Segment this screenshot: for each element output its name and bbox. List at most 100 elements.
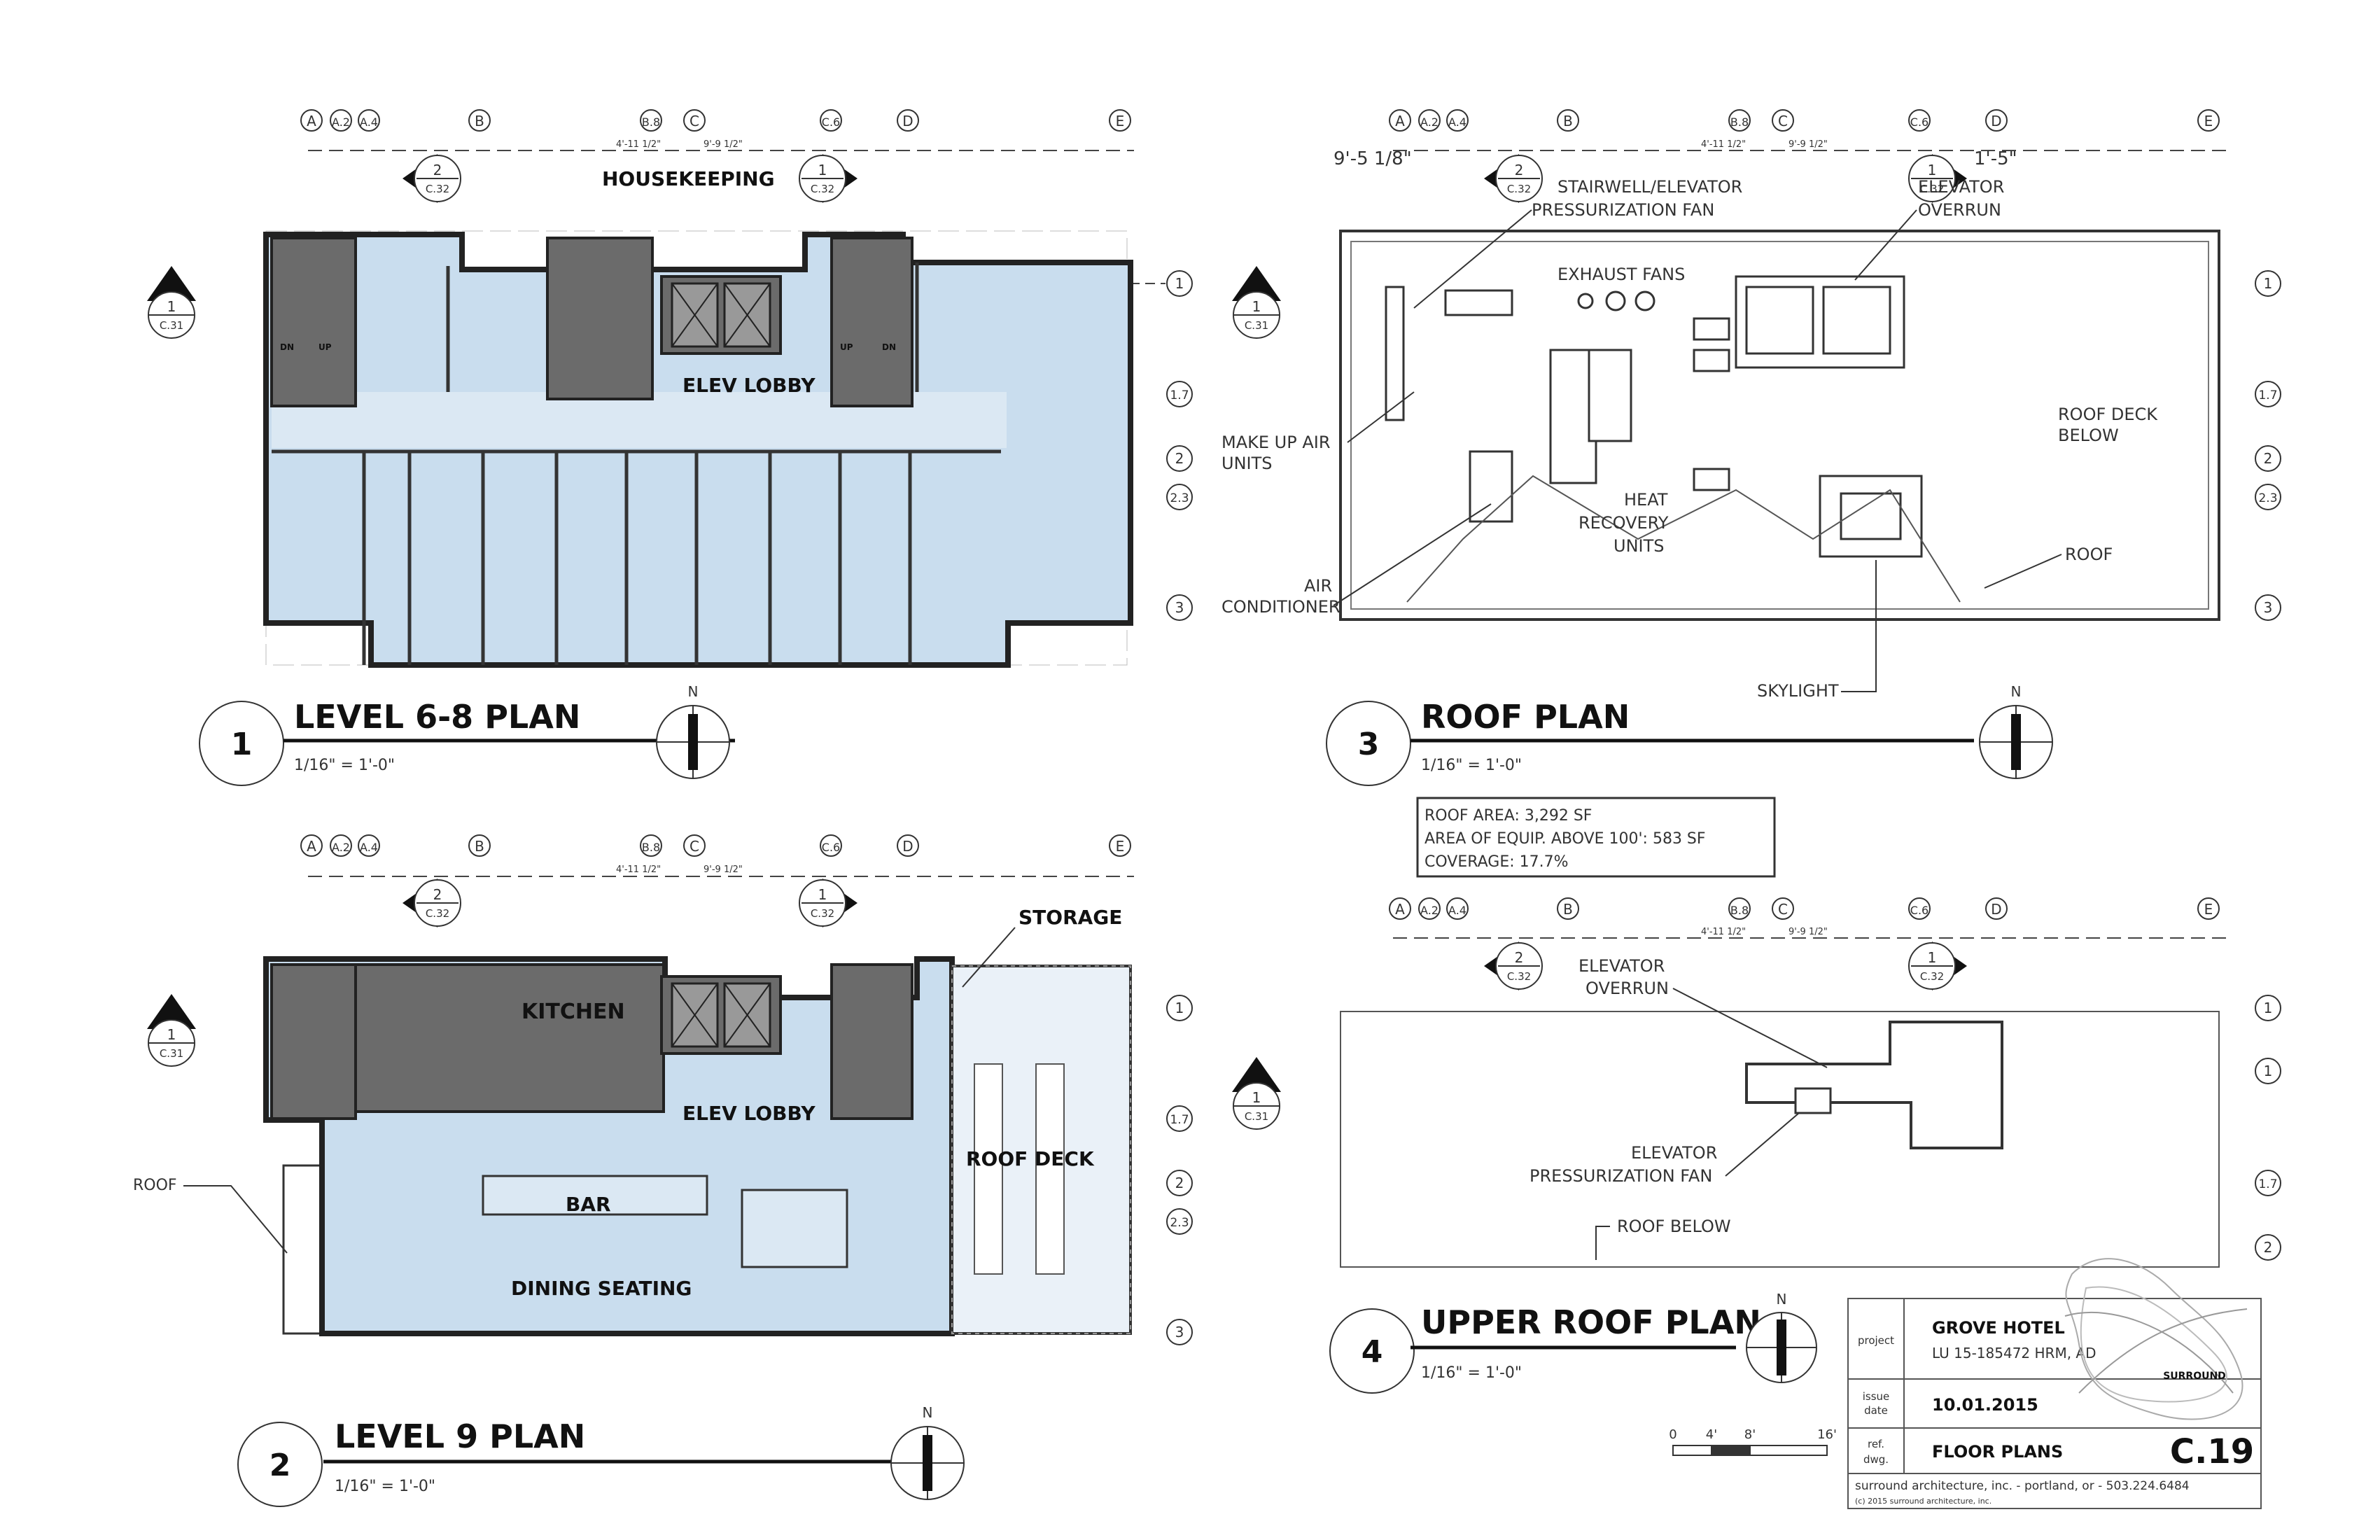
grid-bubbles-right-p2: 1 1.7 2 2.3 3	[1166, 995, 1193, 1345]
plan-scale: 1/16" = 1'-0"	[335, 1478, 435, 1495]
title-block: project GROVE HOTEL LU 15-185472 HRM, AD…	[1847, 1258, 2262, 1509]
north-label: N	[2011, 683, 2022, 700]
plan-level-9: A A.2 A.4 B B.8 C C.6 D E 4'-11 1/2" 9'-…	[133, 834, 1193, 1507]
grid-bubbles-right-p1: 1 1.7 2 2.3 3	[1099, 270, 1193, 621]
note-pressurization: PRESSURIZATION FAN	[1530, 1166, 1712, 1186]
tb-label: issue	[1863, 1390, 1890, 1403]
grid-label: D	[902, 113, 913, 130]
dimension-text: 9'-9 1/2"	[1788, 139, 1828, 150]
grid-label: 3	[2264, 599, 2273, 616]
section-number: 1	[167, 1026, 176, 1043]
surround-logo: SURROUND	[2064, 1258, 2248, 1420]
dimension-text: 4'-11 1/2"	[1701, 927, 1746, 937]
grid-label: A.2	[1420, 904, 1438, 917]
roof-area-line: ROOF AREA: 3,292 SF	[1424, 807, 1592, 825]
stair-up: UP	[318, 342, 332, 352]
grid-label: C	[1778, 113, 1788, 130]
note-overrun: OVERRUN	[1586, 979, 1669, 998]
grid-label: 2.3	[1170, 491, 1189, 505]
section-number: 1	[1928, 949, 1937, 966]
grid-label: 2.3	[2258, 491, 2277, 505]
note-roof: ROOF	[133, 1177, 177, 1194]
north-label: N	[688, 683, 699, 700]
section-sheet: C.31	[160, 1047, 183, 1060]
tb-drawing: FLOOR PLANS	[1932, 1442, 2063, 1462]
grid-bubbles-right-p3: 1 1.7 2 2.3 3	[2255, 270, 2281, 621]
grid-label: A.2	[1420, 115, 1438, 129]
dimension-text: 1'-5"	[1974, 148, 2017, 169]
room-label-elev-lobby: ELEV LOBBY	[682, 374, 816, 397]
grid-label: E	[2204, 901, 2213, 918]
grid-label: B	[1563, 901, 1573, 918]
plan-number: 3	[1358, 727, 1380, 762]
north-arrow: N	[890, 1404, 965, 1500]
grid-label: C	[690, 113, 699, 130]
plan-number-bubble	[199, 701, 284, 786]
grid-bubbles-p1: A A.2 A.4 B B.8 C C.6 D E	[300, 109, 1131, 132]
note-exhaust-fans: EXHAUST FANS	[1558, 265, 1685, 284]
grid-label: 2	[1175, 1175, 1184, 1191]
section-mark-2: 2 C.32	[402, 878, 461, 927]
grid-label: C.6	[822, 115, 840, 129]
grid-label: A	[1395, 901, 1405, 918]
grid-label: A	[1395, 113, 1405, 130]
plan-roof: A A.2 A.4 B B.8 C C.6 D E 4'-11 1/2" 9'-…	[1222, 109, 2281, 878]
plan-title: LEVEL 6-8 PLAN	[294, 698, 580, 736]
section-number: 1	[167, 298, 176, 315]
grid-label: B.8	[1730, 904, 1749, 917]
dimension-text: 4'-11 1/2"	[616, 864, 661, 875]
section-sheet: C.32	[1920, 970, 1944, 983]
grid-label: A	[307, 838, 316, 855]
room-label-elev-lobby: ELEV LOBBY	[682, 1102, 816, 1125]
grid-label: 3	[1175, 599, 1184, 616]
tb-project-sub: LU 15-185472 HRM, AD	[1932, 1345, 2096, 1362]
grid-label: D	[1991, 113, 2001, 130]
tb-footer: surround architecture, inc. - portland, …	[1855, 1479, 2190, 1493]
plan-number-bubble	[1326, 701, 1411, 786]
grid-label: A.4	[1448, 115, 1466, 129]
grid-label: A.2	[332, 115, 350, 129]
note-heat-units: UNITS	[1614, 536, 1665, 556]
plan-upper-roof: A A.2 A.4 B B.8 C C.6 D E 4'-11 1/2" 9'-…	[1232, 897, 2281, 1394]
grid-label: A	[307, 113, 316, 130]
plan-number: 1	[231, 727, 253, 762]
plan-number-bubble	[237, 1422, 323, 1507]
section-number: 2	[1515, 949, 1524, 966]
section-sheet: C.31	[1245, 319, 1268, 332]
roof-equipment	[1385, 275, 1923, 558]
section-mark-2: 2 C.32	[1484, 941, 1543, 990]
section-sheet: C.32	[426, 183, 449, 195]
note-elevator: ELEVATOR	[1631, 1143, 1717, 1163]
note-heat-recovery: RECOVERY	[1578, 513, 1669, 533]
room-partitions-p1	[272, 262, 1001, 665]
section-mark-c31: 1 C.31	[147, 994, 196, 1067]
section-sheet: C.32	[811, 183, 834, 195]
scale-tick: 4'	[1706, 1427, 1717, 1442]
tb-label: date	[1864, 1404, 1888, 1417]
dimension-text: 4'-11 1/2"	[1701, 139, 1746, 150]
section-number: 2	[433, 162, 442, 178]
section-mark-c31: 1 C.31	[1232, 266, 1281, 339]
dimension-text: 9'-9 1/2"	[704, 139, 743, 150]
grid-label: 1.7	[1170, 388, 1189, 402]
note-roof-deck-below: BELOW	[2058, 426, 2119, 445]
note-elevator: ELEVATOR	[1918, 177, 2004, 197]
north-label: N	[1777, 1291, 1787, 1308]
roof-area-box: ROOF AREA: 3,292 SF AREA OF EQUIP. ABOVE…	[1416, 797, 1776, 878]
plan-number: 2	[270, 1448, 291, 1483]
room-label-roof-deck: ROOF DECK	[966, 1147, 1095, 1170]
grid-label: 2	[1175, 450, 1184, 467]
section-mark-1: 1 C.32	[799, 154, 858, 203]
tb-label: dwg.	[1863, 1453, 1889, 1466]
grid-label: B.8	[642, 115, 660, 129]
plan-scale: 1/16" = 1'-0"	[1421, 757, 1522, 774]
section-mark-1: 1 C.32	[799, 878, 858, 927]
grid-bubbles-p3: A A.2 A.4 B B.8 C C.6 D E	[1389, 109, 2220, 132]
section-number: 2	[1515, 162, 1524, 178]
section-number: 1	[1252, 298, 1261, 315]
dimension-text: 4'-11 1/2"	[616, 139, 661, 150]
room-label-housekeeping: HOUSEKEEPING	[602, 167, 775, 190]
note-roof: ROOF	[2065, 545, 2113, 564]
grid-label: E	[1116, 113, 1125, 130]
